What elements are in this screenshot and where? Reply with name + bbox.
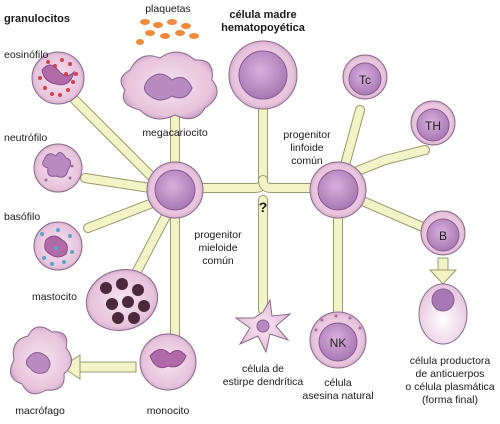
basophil-cell <box>33 221 83 271</box>
platelets-label: plaquetas <box>145 3 191 15</box>
mastocyte-cell <box>85 269 159 331</box>
lymphoid-label-2: linfoide <box>290 142 323 154</box>
arrow-to-plasma-cell <box>428 257 458 285</box>
megakaryocyte-label: megacariocito <box>142 127 208 139</box>
mastocyte-label: mastocito <box>32 291 77 303</box>
plasma-label-1: célula productora <box>410 355 491 367</box>
b-cell <box>420 210 466 256</box>
th-cell-label: TH <box>425 119 441 133</box>
basophil-label: basófilo <box>4 211 40 223</box>
lymphoid-progenitor-cell <box>309 161 367 219</box>
question-mark: ? <box>259 199 268 215</box>
macrophage-cell <box>9 326 72 395</box>
nk-cell-label: NK <box>330 336 347 350</box>
myeloid-label-2: mieloide <box>198 242 237 254</box>
neutrophil-cell <box>33 143 83 193</box>
myeloid-progenitor-cell <box>146 161 204 219</box>
dendritic-label-1: célula de <box>242 363 284 375</box>
eosinophil-cell <box>31 51 85 105</box>
platelets-group <box>136 19 199 45</box>
plasma-label-4: (forma final) <box>422 394 478 406</box>
th-cell <box>410 100 456 146</box>
connection-tubes <box>70 95 430 345</box>
dendritic-cell <box>234 298 292 354</box>
eosinophil-label: eosinófilo <box>4 49 49 61</box>
monocyte-label: monocito <box>147 405 190 417</box>
stem-cell <box>228 40 298 110</box>
stem-cell-label-2: hematopoyética <box>221 22 306 34</box>
arrow-to-macrophage <box>61 354 137 380</box>
b-cell-label: B <box>439 229 447 243</box>
granulocytes-label: granulocitos <box>4 13 70 25</box>
nk-cell <box>309 311 367 369</box>
nk-label-2: asesina natural <box>302 390 373 402</box>
lymphoid-label-3: común <box>291 155 323 167</box>
dendritic-label-2: estirpe dendrítica <box>223 376 304 388</box>
plasma-cell <box>418 283 468 345</box>
myeloid-label-3: común <box>202 255 234 267</box>
tc-cell <box>342 54 388 100</box>
tc-cell-label: Tc <box>359 73 371 87</box>
megakaryocyte-cell <box>120 51 218 120</box>
stem-cell-label-1: célula madre <box>229 9 296 21</box>
lymphoid-label-1: progenitor <box>283 129 331 141</box>
monocyte-cell <box>139 333 197 391</box>
plasma-label-3: o célula plasmática <box>405 381 494 393</box>
neutrophil-label: neutrófilo <box>4 132 47 144</box>
plasma-label-2: de anticuerpos <box>416 368 485 380</box>
myeloid-label-1: progenitor <box>194 229 242 241</box>
macrophage-label: macrófago <box>15 405 65 417</box>
nk-label-1: célula <box>324 377 352 389</box>
